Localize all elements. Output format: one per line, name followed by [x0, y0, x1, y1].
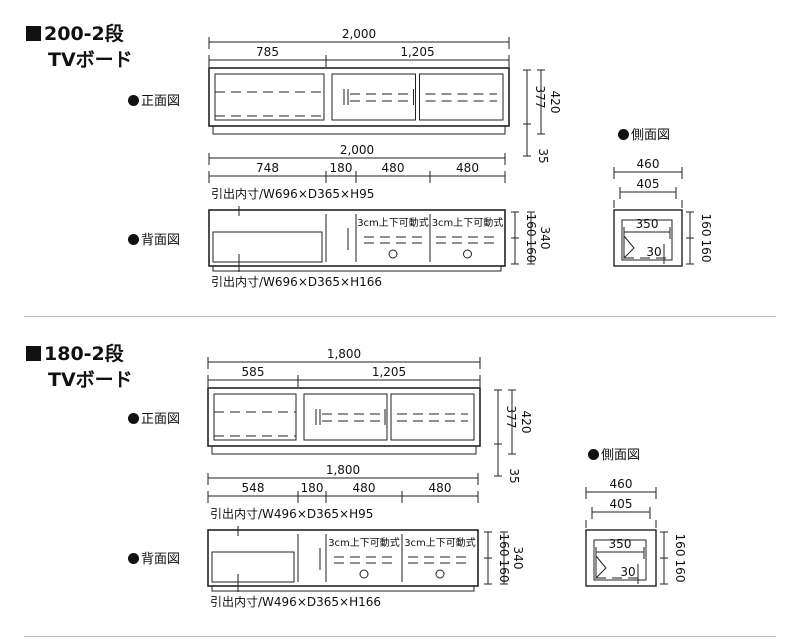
side-180-triangle-mark: [595, 554, 607, 580]
back-180-note-bottom: 引出内寸/W496×D365×H166: [210, 595, 381, 609]
bullet-icon: [128, 413, 139, 424]
back-200-dim-d4-label: 480: [456, 161, 479, 175]
back-200-shelf-label-1: 3cm上下可動式: [357, 216, 429, 229]
back-200-shelf-label-2: 3cm上下可動式: [432, 216, 504, 229]
back-view-label-180: 背面図: [128, 548, 180, 567]
bullet-icon: [618, 129, 629, 140]
side-180-dim-inner-label: 405: [610, 497, 633, 511]
front-180-dim-body-label: 377: [504, 406, 518, 429]
section-200-title: 200-2段: [26, 22, 124, 46]
section-180-subtitle: TVボード: [48, 369, 133, 391]
back-180-drawer-lower: [211, 551, 295, 583]
back-200-dim-total-h-label: 340: [538, 227, 552, 250]
front-180-dim-leg-label: 35: [507, 468, 521, 483]
side-view-label-200: 側面図: [618, 124, 670, 143]
side-180-dim-shelf-label: 350: [609, 537, 632, 551]
section-divider: [24, 636, 776, 637]
back-180-note-top: 引出内寸/W496×D365×H95: [210, 507, 373, 521]
front-200-glass-door-left: [331, 73, 416, 121]
side-200-dim-small: 30: [646, 245, 661, 259]
side-200-triangle-mark: [623, 234, 635, 260]
front-200-dim-total-h-label: 420: [548, 91, 562, 114]
back-180-dim-total-label: 1,800: [326, 463, 360, 477]
front-200-dim-leg-label: 35: [536, 148, 550, 163]
side-200-dim-inner-label: 405: [637, 177, 660, 191]
back-200-dim-d2-label: 180: [330, 161, 353, 175]
back-180-cable-hole-1: [359, 569, 369, 579]
front-200-plinth: [212, 125, 506, 135]
back-180-dim-d3-label: 480: [353, 481, 376, 495]
side-200-dim-depth-label: 460: [637, 157, 660, 171]
back-200-note-bottom: 引出内寸/W696×D365×H166: [211, 275, 382, 289]
front-view-label-180: 正面図: [128, 408, 180, 427]
front-view-label-200: 正面図: [128, 90, 180, 109]
back-200-dim-d3-label: 480: [382, 161, 405, 175]
back-200-cable-hole-2: [463, 249, 472, 259]
back-180-dim-total-h-label: 340: [511, 547, 525, 570]
back-200-note-top: 引出内寸/W696×D365×H95: [211, 187, 374, 201]
front-180-dim-left-label: 585: [242, 365, 265, 379]
back-200-plinth: [212, 265, 502, 272]
back-180-plinth: [211, 585, 475, 592]
side-180-body: [585, 529, 657, 587]
side-200-dim-top-label: 160: [699, 214, 713, 237]
back-180-shelf-label-2: 3cm上下可動式: [404, 536, 476, 549]
side-180-dim-small: 30: [620, 565, 635, 579]
front-180-dim-right-label: 1,205: [372, 365, 406, 379]
side-view-label-180: 側面図: [588, 444, 640, 463]
front-180-dim-total-h-label: 420: [519, 411, 533, 434]
bullet-icon: [128, 553, 139, 564]
front-180-glass-door-left: [303, 393, 388, 441]
square-bullet-icon: [26, 346, 41, 361]
back-200-cable-hole-1: [388, 249, 398, 259]
back-180-dim-d2-label: 180: [301, 481, 324, 495]
front-180-glass-door-right: [390, 393, 475, 441]
front-200-glass-door-right: [419, 73, 504, 121]
front-180-dim-total-label: 1,800: [327, 347, 361, 361]
front-200-dim-left-label: 785: [256, 45, 279, 59]
front-200-body: [208, 67, 510, 127]
bullet-icon: [128, 234, 139, 245]
back-200-dim-total-label: 2,000: [340, 143, 374, 157]
side-180-dim-depth-label: 460: [610, 477, 633, 491]
side-180-dim-bottom-label: 160: [673, 560, 687, 583]
square-bullet-icon: [26, 26, 41, 41]
side-200-dim-shelf-label: 350: [636, 217, 659, 231]
side-200-dim-bottom-label: 160: [699, 240, 713, 263]
section-200-subtitle: TVボード: [48, 49, 133, 71]
back-180-shelf-label-1: 3cm上下可動式: [328, 536, 400, 549]
front-180-drawer-left: [213, 393, 297, 441]
back-view-label-200: 背面図: [128, 229, 180, 248]
back-200-drawer-lower: [212, 231, 323, 263]
bullet-icon: [588, 449, 599, 460]
front-200-dim-body-label: 377: [533, 86, 547, 109]
section-divider: [24, 316, 776, 317]
front-200-dim-right-label: 1,205: [400, 45, 434, 59]
back-180-dim-d1-label: 548: [242, 481, 265, 495]
front-180-plinth: [211, 445, 477, 455]
back-180-cable-hole-2: [435, 569, 445, 579]
front-180-body: [207, 387, 481, 447]
front-200-dim-total-label: 2,000: [342, 27, 376, 41]
front-200-drawer-left: [214, 73, 325, 121]
back-180-dim-d4-label: 480: [429, 481, 452, 495]
bullet-icon: [128, 95, 139, 106]
side-180-dim-top-label: 160: [673, 534, 687, 557]
back-200-dim-d1-label: 748: [256, 161, 279, 175]
side-200-inner-box: [621, 219, 673, 261]
section-180-title: 180-2段: [26, 342, 124, 366]
side-180-inner-box: [593, 539, 647, 581]
side-200-body: [613, 209, 683, 267]
